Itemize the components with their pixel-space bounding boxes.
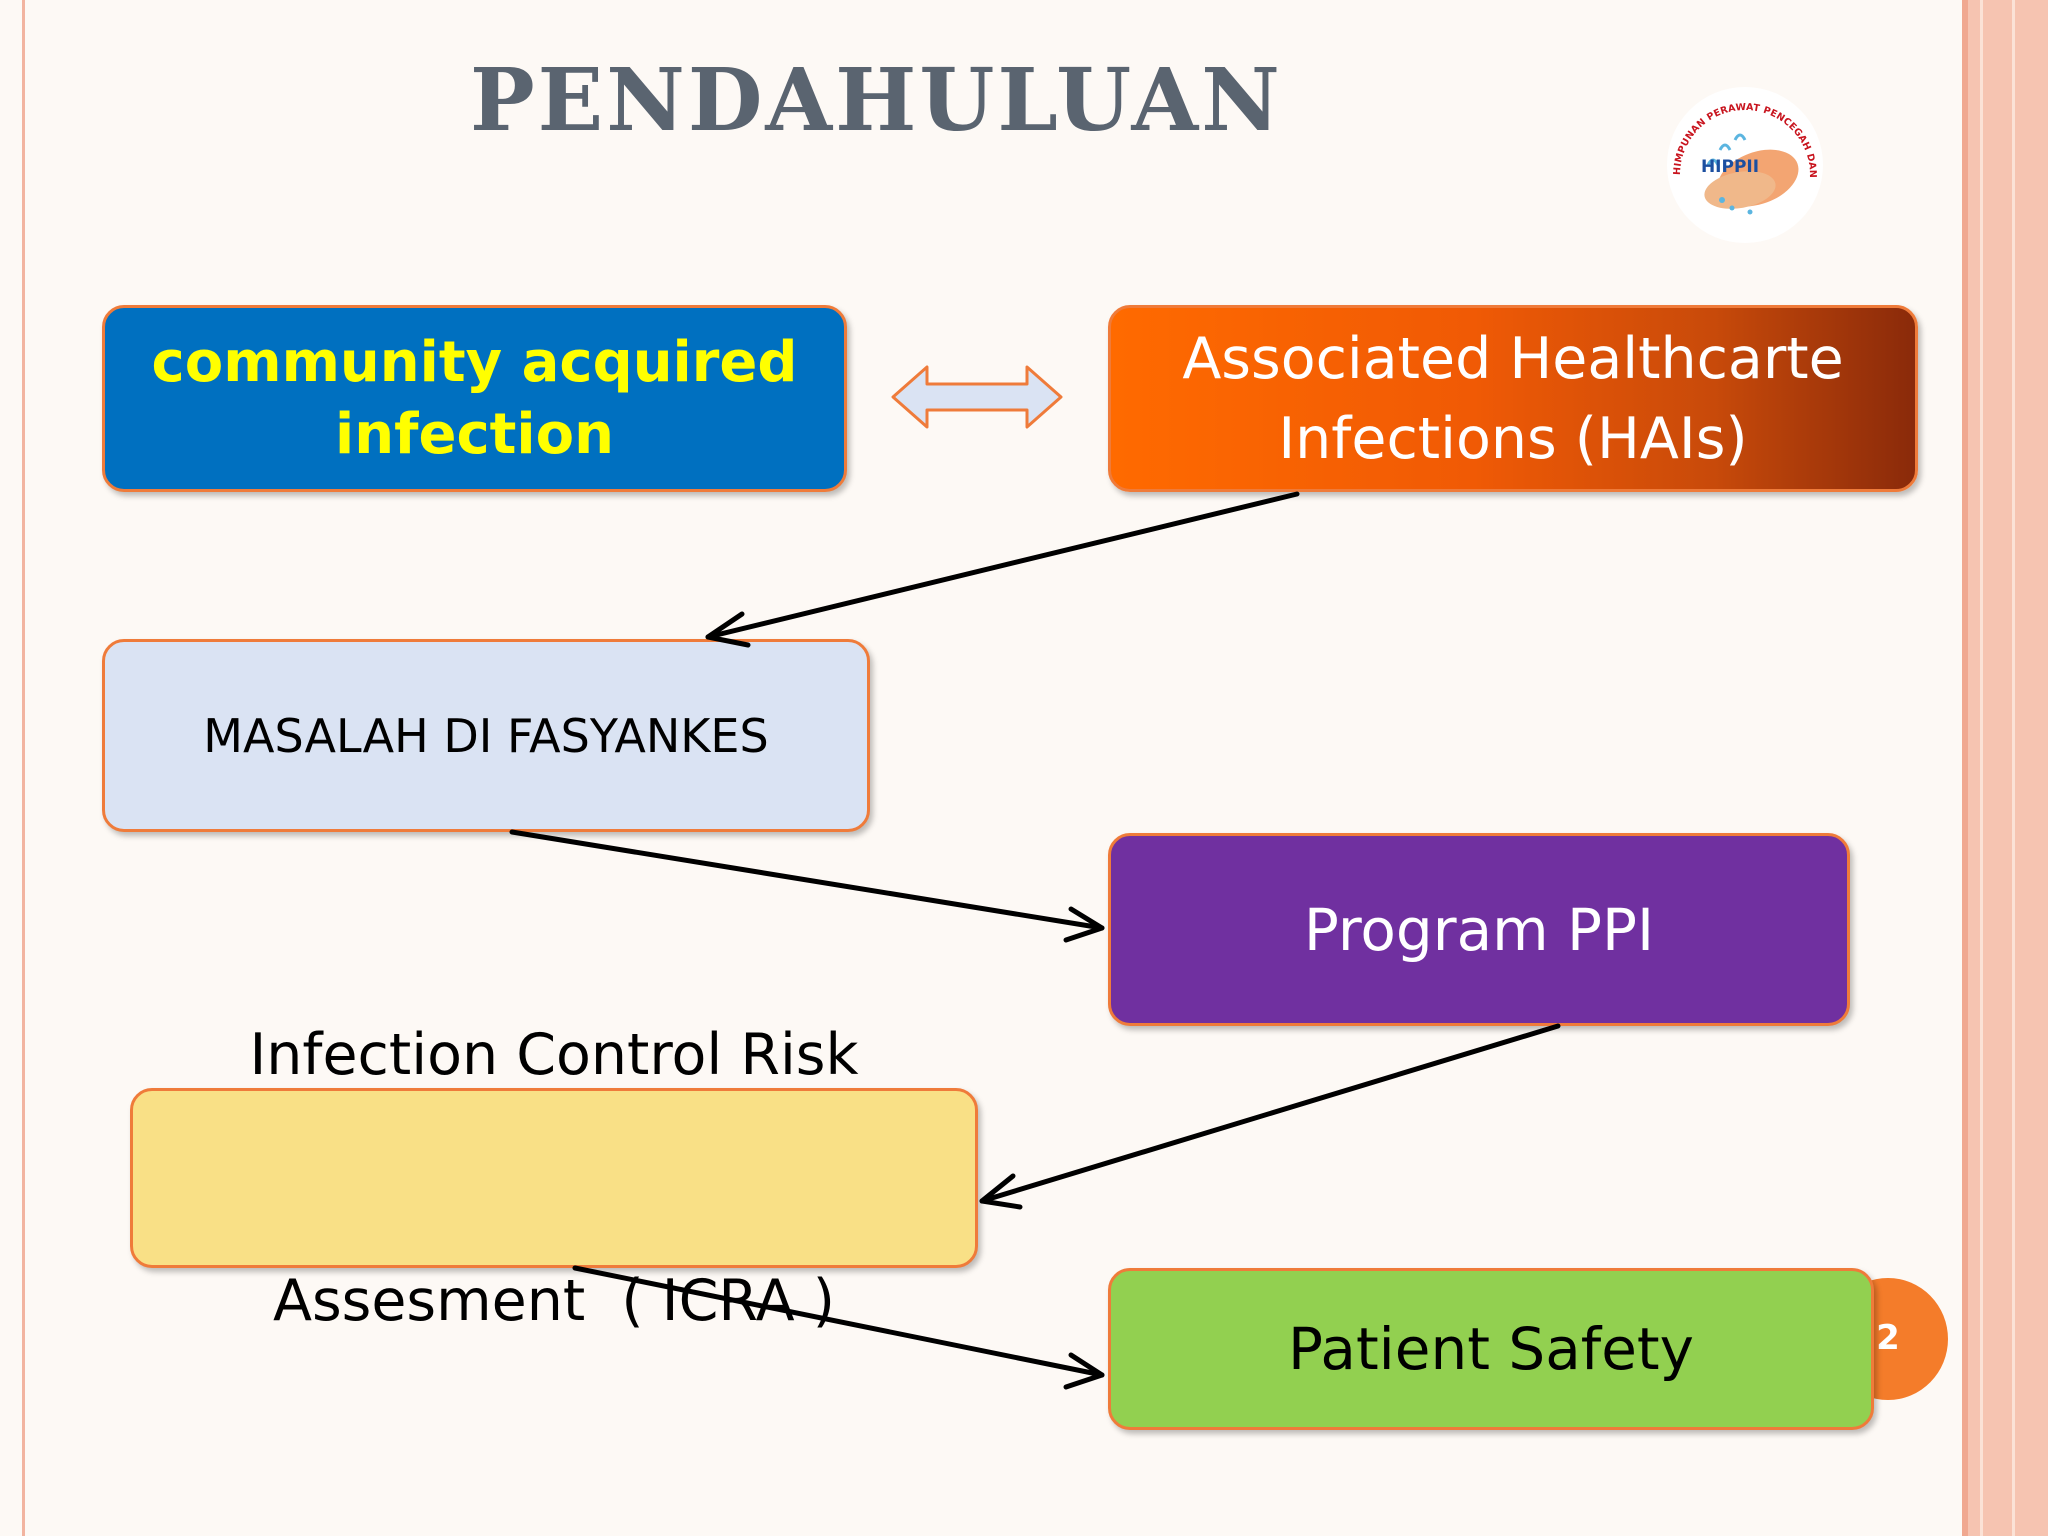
masalah-box: MASALAH DI FASYANKES	[102, 639, 870, 832]
community-acquired-infection-box: community acquired infection	[102, 305, 847, 492]
community-label: community acquired infection	[151, 329, 798, 467]
arrowhead-ppi	[1063, 906, 1105, 943]
arrowhead-icra	[979, 1173, 1023, 1210]
slide-title: PENDAHULUAN	[470, 50, 1283, 151]
icra-label-line1: Infection Control Risk	[249, 1022, 859, 1088]
logo-text: HIPPII	[1701, 157, 1759, 177]
program-ppi-box: Program PPI	[1108, 833, 1850, 1026]
masalah-label: MASALAH DI FASYANKES	[203, 708, 769, 763]
patient-safety-box: Patient Safety	[1108, 1268, 1874, 1430]
arrow-hais-to-masalah	[705, 491, 1300, 640]
hais-box: Associated Healthcarte Infections (HAIs)	[1108, 305, 1918, 492]
double-arrow-icon	[891, 365, 1063, 429]
ppi-label: Program PPI	[1303, 895, 1655, 964]
icra-box: Infection Control Risk Assesment ( ICRA …	[130, 1022, 978, 1334]
arrowhead-safety	[1063, 1352, 1105, 1390]
slide-right-border	[1962, 0, 2048, 1536]
page-number: 2	[1876, 1318, 1900, 1358]
hippii-logo: HIMPUNAN PERAWAT PENCEGAH DAN PENGENDALI…	[1660, 80, 1823, 243]
hais-label: Associated Healthcarte Infections (HAIs)	[1182, 325, 1844, 472]
hands-icon	[1704, 133, 1799, 215]
slide-left-border	[0, 0, 25, 1536]
icra-label-line2: Assesment ( ICRA )	[272, 1268, 836, 1334]
safety-label: Patient Safety	[1288, 1315, 1694, 1383]
arrow-ppi-to-icra	[979, 1023, 1561, 1204]
